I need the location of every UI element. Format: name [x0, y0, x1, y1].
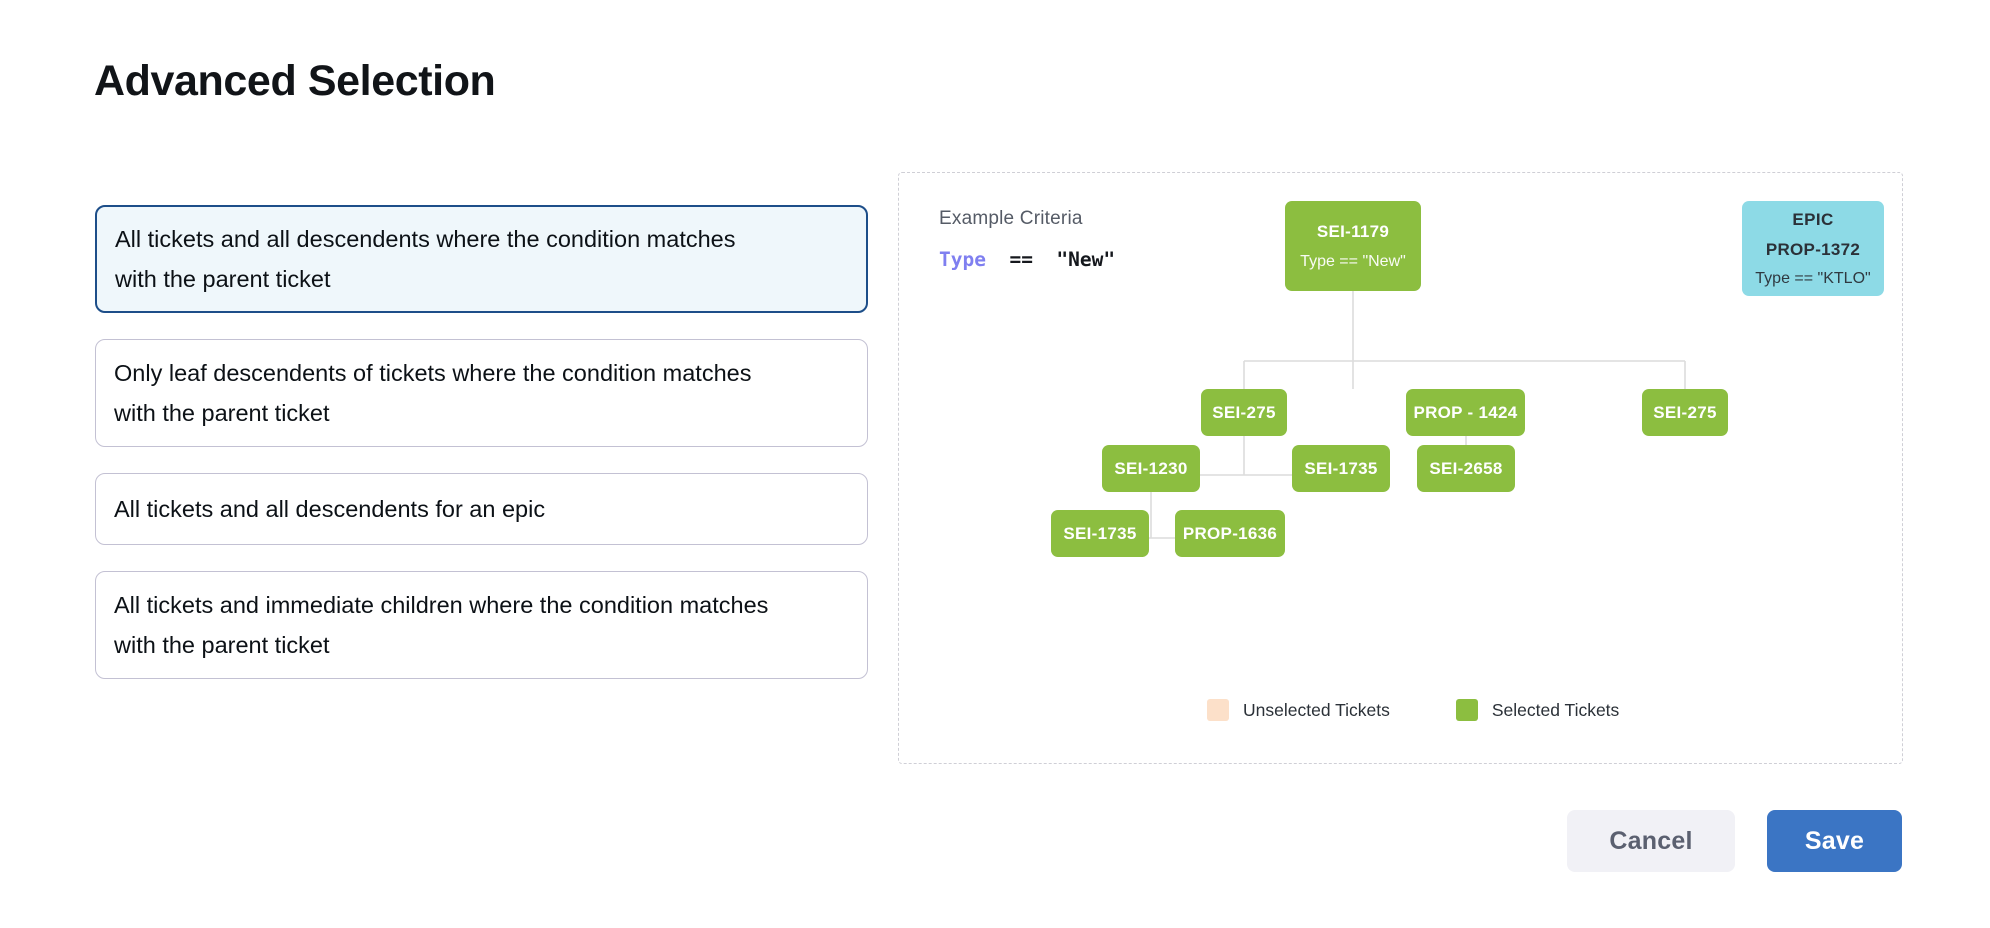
criteria-field: Type — [939, 248, 986, 271]
node-kind: EPIC — [1792, 209, 1834, 229]
tree-node-n-1424[interactable]: PROP - 1424 — [1406, 389, 1525, 436]
dialog-footer-actions: Cancel Save — [1567, 810, 1902, 872]
legend-label: Selected Tickets — [1491, 699, 1620, 720]
node-id: SEI-1230 — [1114, 458, 1188, 478]
node-id: PROP - 1424 — [1413, 402, 1518, 422]
option-label: All tickets and all descendents where th… — [115, 226, 736, 292]
criteria-title: Example Criteria — [939, 208, 1083, 229]
tree-node-n-1230[interactable]: SEI-1230 — [1102, 445, 1200, 492]
legend-item-1: Selected Tickets — [1455, 699, 1620, 721]
tree-node-n-275b[interactable]: SEI-275 — [1642, 389, 1728, 436]
option-card-3[interactable]: All tickets and immediate children where… — [95, 571, 868, 679]
node-condition: Type == "New" — [1300, 252, 1406, 270]
legend-label: Unselected Tickets — [1243, 699, 1390, 720]
legend-swatch — [1207, 699, 1229, 721]
node-id: SEI-1179 — [1316, 221, 1390, 241]
node-id: SEI-275 — [1212, 402, 1276, 422]
node-id: SEI-1735 — [1063, 523, 1137, 543]
diagram-legend: Unselected Tickets Selected Tickets — [1207, 699, 1619, 721]
option-label: All tickets and all descendents for an e… — [114, 496, 546, 522]
page-title: Advanced Selection — [94, 57, 496, 105]
option-label: All tickets and immediate children where… — [114, 592, 769, 658]
node-id: PROP-1636 — [1182, 523, 1278, 543]
legend-swatch — [1455, 699, 1478, 721]
example-diagram-panel: Example Criteria Type == "New" — [898, 172, 1903, 764]
tree-node-n-1735a[interactable]: SEI-1735 — [1292, 445, 1390, 492]
option-label: Only leaf descendents of tickets where t… — [114, 360, 752, 426]
save-button[interactable]: Save — [1767, 810, 1902, 872]
tree-node-n-275a[interactable]: SEI-275 — [1201, 389, 1287, 436]
node-id: SEI-2658 — [1429, 458, 1503, 478]
criteria-expression: Type == "New" — [939, 248, 1115, 271]
option-card-1[interactable]: Only leaf descendents of tickets where t… — [95, 339, 868, 447]
criteria-block: Example Criteria Type == "New" — [939, 208, 1115, 271]
tree-node-n-1735b[interactable]: SEI-1735 — [1051, 510, 1149, 557]
tree-node-n-1636[interactable]: PROP-1636 — [1175, 510, 1285, 557]
tree-node-n-2658[interactable]: SEI-2658 — [1417, 445, 1515, 492]
selection-options-list: All tickets and all descendents where th… — [95, 205, 868, 705]
node-id: SEI-1735 — [1304, 458, 1378, 478]
node-id: PROP-1372 — [1765, 239, 1861, 259]
option-card-0[interactable]: All tickets and all descendents where th… — [95, 205, 868, 313]
criteria-value: "New" — [1056, 248, 1116, 271]
criteria-operator: == — [1009, 248, 1033, 271]
cancel-button[interactable]: Cancel — [1567, 810, 1735, 872]
node-condition: Type == "KTLO" — [1755, 269, 1871, 287]
node-id: SEI-275 — [1653, 402, 1717, 422]
legend-item-0: Unselected Tickets — [1207, 699, 1390, 721]
option-card-2[interactable]: All tickets and all descendents for an e… — [95, 473, 868, 545]
